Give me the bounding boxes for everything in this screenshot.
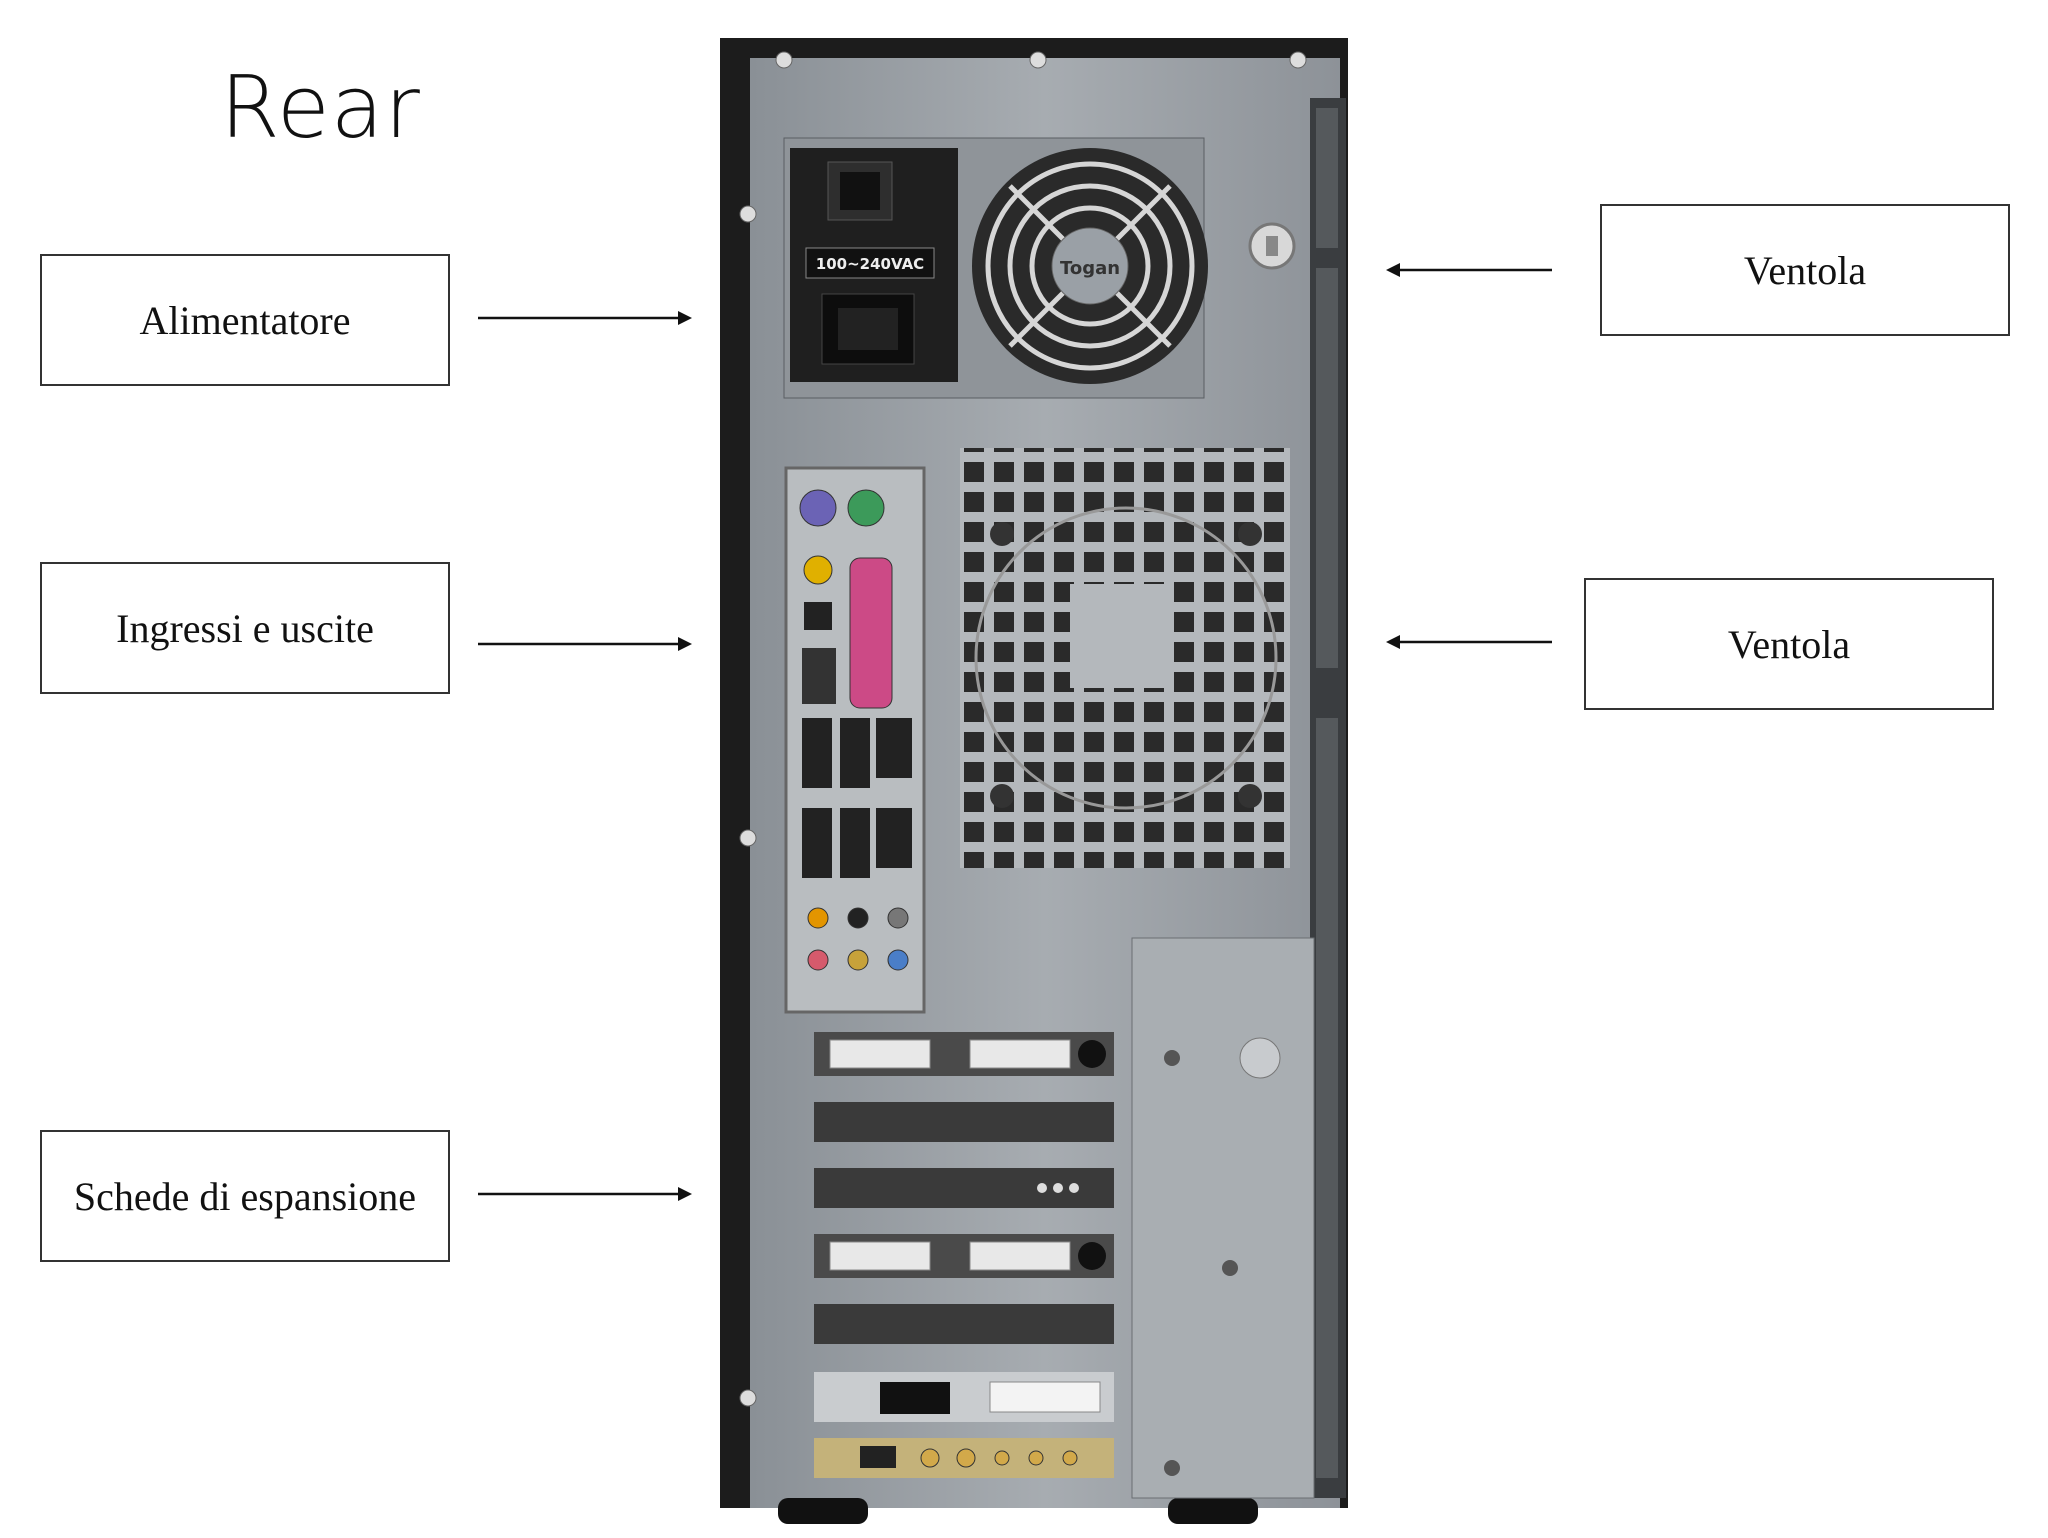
label-expansion-cards: Schede di espansione bbox=[40, 1130, 450, 1262]
arrow-power-supply bbox=[478, 311, 692, 325]
label-fan-top-text: Ventola bbox=[1743, 247, 1867, 293]
arrow-fan-middle bbox=[1386, 635, 1552, 649]
arrow-io-ports bbox=[478, 637, 692, 651]
arrow-fan-top bbox=[1386, 263, 1552, 277]
voltage-label: 100~240VAC bbox=[816, 255, 924, 273]
arrow-expansion-cards bbox=[478, 1187, 692, 1201]
pc-tower-rear-image: 100~240VAC Togan bbox=[720, 38, 1348, 1524]
page-title: Rear bbox=[220, 58, 421, 158]
rear-fan-grille bbox=[960, 448, 1290, 868]
label-power-supply: Alimentatore bbox=[40, 254, 450, 386]
power-supply-unit: 100~240VAC Togan bbox=[783, 137, 1296, 399]
expansion-slots bbox=[814, 1032, 1114, 1478]
label-power-supply-text: Alimentatore bbox=[139, 297, 351, 343]
label-io-ports: Ingressi e uscite bbox=[40, 562, 450, 694]
label-expansion-cards-text: Schede di espansione bbox=[73, 1173, 417, 1219]
label-fan-middle: Ventola bbox=[1584, 578, 1994, 710]
label-io-ports-text: Ingressi e uscite bbox=[116, 605, 374, 651]
label-fan-middle-text: Ventola bbox=[1727, 621, 1851, 667]
fan-brand-label: Togan bbox=[1060, 258, 1120, 279]
label-fan-top: Ventola bbox=[1600, 204, 2010, 336]
side-plate bbox=[1131, 937, 1315, 1499]
io-panel bbox=[784, 466, 926, 1014]
